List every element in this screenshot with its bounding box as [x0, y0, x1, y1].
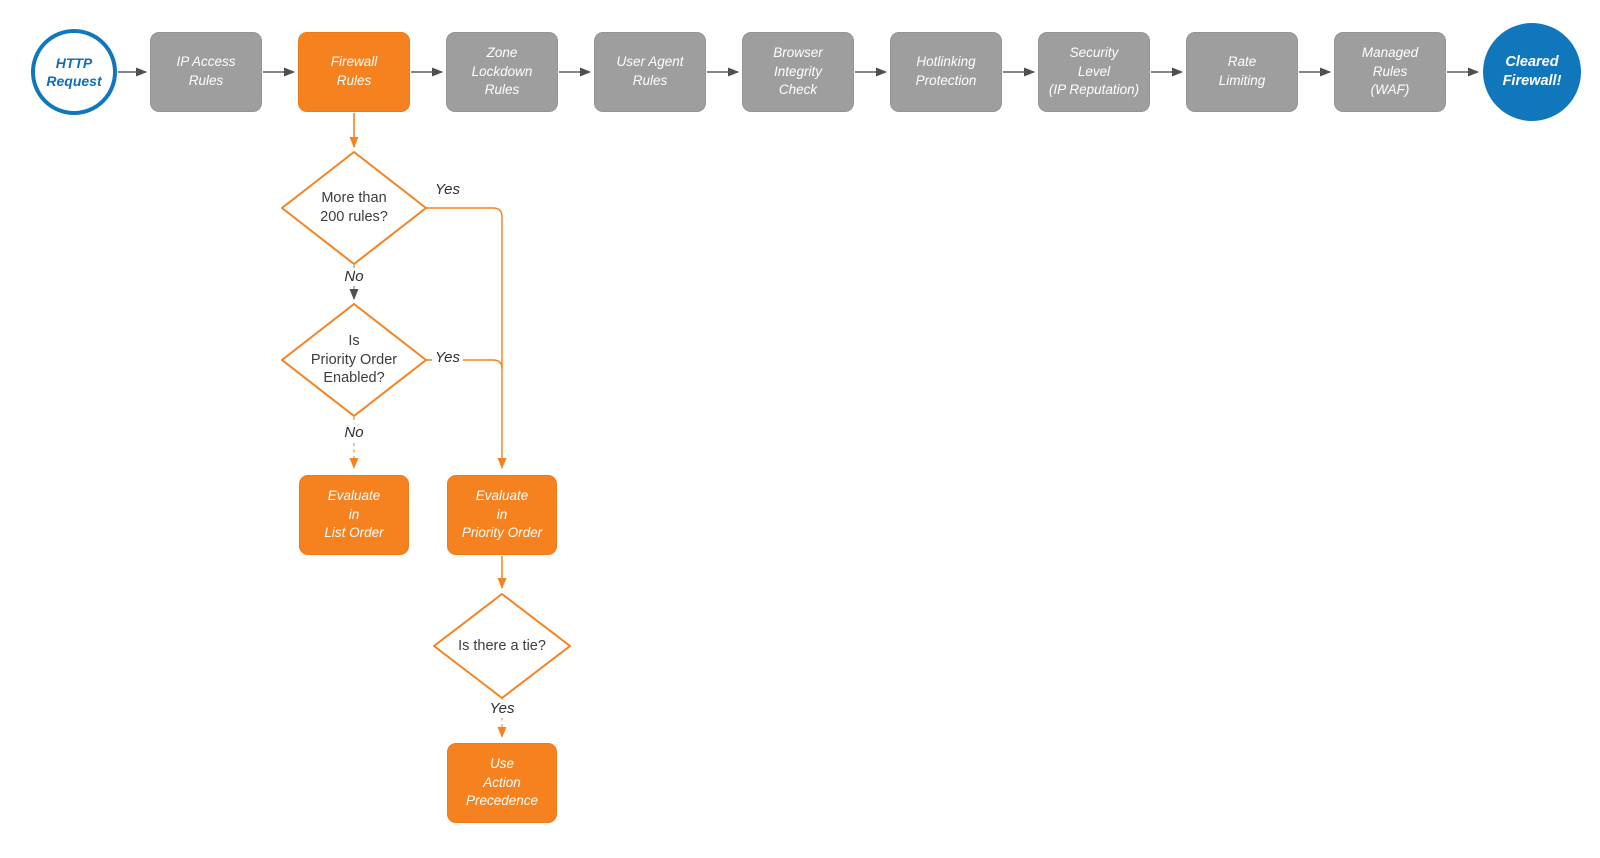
stage-label: Managed Rules (WAF) — [1361, 45, 1419, 98]
edge-label-yes: Yes — [432, 349, 464, 367]
stage-label: Firewall Rules — [330, 54, 378, 88]
stage-user-agent-rules: User Agent Rules — [594, 32, 706, 112]
decision-is-there-a-tie: Is there a tie? — [434, 594, 570, 698]
stage-label: Rate Limiting — [1218, 54, 1266, 88]
decision-priority-order-enabled: Is Priority Order Enabled? — [282, 304, 426, 416]
decision-question: Is Priority Order Enabled? — [310, 332, 398, 387]
connector-decision2-yes — [426, 359, 503, 370]
end-node-label: Cleared Firewall! — [1502, 54, 1562, 89]
stage-managed-rules-waf: Managed Rules (WAF) — [1334, 32, 1446, 112]
stage-browser-integrity-check: Browser Integrity Check — [742, 32, 854, 112]
decision1-diamond — [281, 151, 427, 265]
outcome-label: Evaluate in Priority Order — [461, 488, 543, 541]
decision-question: More than 200 rules? — [320, 190, 388, 225]
decision3-diamond — [433, 593, 571, 699]
edge-label-no: No — [341, 268, 367, 286]
outcome-use-action-precedence: Use Action Precedence — [447, 743, 557, 823]
end-node-cleared-firewall: Cleared Firewall! — [1483, 23, 1581, 121]
stage-label: Hotlinking Protection — [915, 54, 977, 88]
outcome-label: Evaluate in List Order — [324, 488, 384, 541]
decision2-diamond — [281, 303, 427, 417]
stage-security-level: Security Level (IP Reputation) — [1038, 32, 1150, 112]
start-node-http-request: HTTP Request — [31, 29, 117, 115]
outcome-label: Use Action Precedence — [465, 756, 539, 809]
start-node-label: HTTP Request — [46, 54, 102, 89]
stage-zone-lockdown-rules: Zone Lockdown Rules — [446, 32, 558, 112]
stage-label: Browser Integrity Check — [773, 45, 823, 98]
edge-label-no: No — [341, 424, 367, 442]
stage-ip-access-rules: IP Access Rules — [150, 32, 262, 112]
edge-label-yes: Yes — [432, 181, 464, 199]
decision-more-than-200-rules: More than 200 rules? — [282, 152, 426, 264]
outcome-evaluate-in-list-order: Evaluate in List Order — [299, 475, 409, 555]
decision-question: Is there a tie? — [458, 637, 546, 654]
edge-label-yes: Yes — [486, 700, 518, 718]
outcome-evaluate-in-priority-order: Evaluate in Priority Order — [447, 475, 557, 555]
connector-decision1-yes — [426, 207, 507, 469]
stage-label: Security Level (IP Reputation) — [1048, 45, 1140, 98]
stage-rate-limiting: Rate Limiting — [1186, 32, 1298, 112]
stage-label: Zone Lockdown Rules — [471, 45, 533, 98]
stage-label: IP Access Rules — [176, 54, 236, 88]
stage-hotlinking-protection: Hotlinking Protection — [890, 32, 1002, 112]
stage-firewall-rules: Firewall Rules — [298, 32, 410, 112]
stage-label: User Agent Rules — [616, 54, 684, 88]
